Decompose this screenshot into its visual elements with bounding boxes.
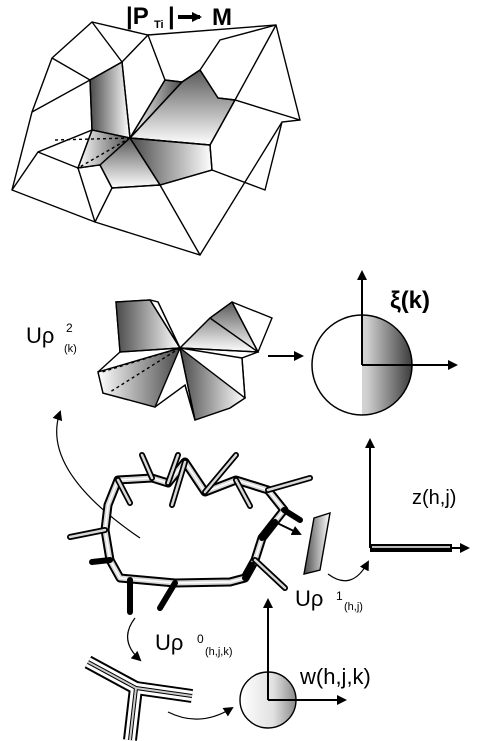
ring-to-edge-arrow [274,521,302,536]
w-label: w(h,j,k) [299,664,371,689]
edge-piece [303,511,331,575]
u-rho0-label: Uρ [155,630,183,655]
curved-arrow-down [127,617,142,662]
curved-arrow-edge-to-axis [327,560,369,582]
curved-arrow-junction-to-ball [167,706,234,720]
u-rho1-subscript: (h,j) [344,601,363,613]
axes-z [365,438,470,553]
u-rho0-subscript: (h,j,k) [205,646,233,658]
u-rho0-superscript: 0 [197,632,204,646]
ball-w [239,598,347,729]
top-title-prefix: |P [126,3,149,30]
top-polyhedron [11,21,301,256]
u-rho2-superscript: 2 [66,321,73,335]
top-title-suffix: | [168,3,175,30]
u-rho1-superscript: 1 [336,589,343,603]
xi-label: ξ(k) [390,287,430,314]
vertex-star-patch [97,299,273,421]
u-rho2-label: Uρ [26,323,54,348]
edge-tube-ring [67,452,313,615]
u-rho2-subscript: (k) [64,343,77,355]
curved-arrow-up [52,410,141,539]
ball-xi [311,270,458,416]
u-rho1-label: Uρ [295,586,323,611]
z-label: z(h,j) [412,487,456,509]
top-title-target: M [212,4,232,31]
junction-tubes [84,655,193,741]
top-title-subscript: Ti [154,19,164,31]
